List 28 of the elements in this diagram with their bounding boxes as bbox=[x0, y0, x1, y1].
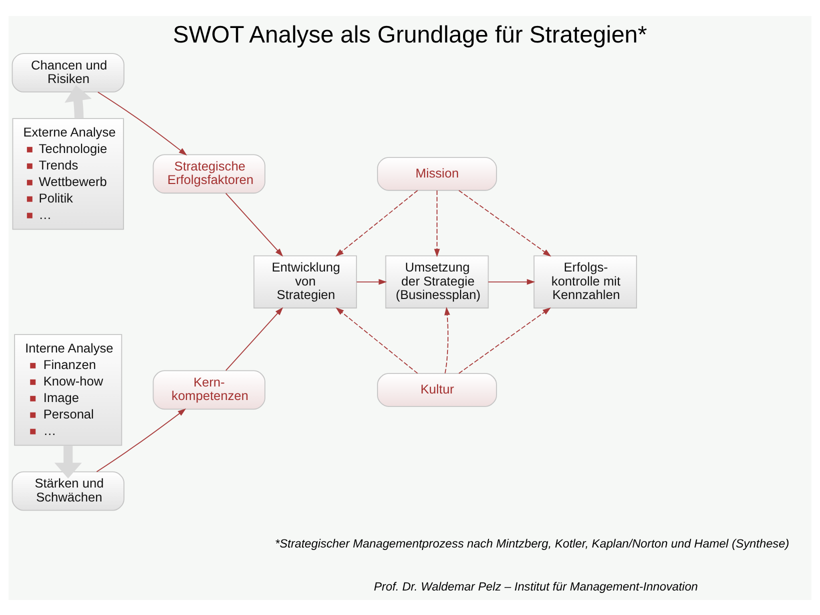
node-box: Kultur bbox=[377, 372, 497, 406]
caption: *Strategischer Managementprozess nach Mintzberg, Kotler, Kaplan/Norton und Hamel (Synthese) bbox=[274, 536, 790, 550]
diagram-title: SWOT Analyse als Grundlage für Strategien* bbox=[172, 20, 648, 48]
arrow bbox=[64, 84, 92, 118]
arrow bbox=[97, 91, 188, 155]
node-box: Umsetzung der Strategie (Businessplan) bbox=[385, 254, 489, 308]
node-box: Stärken und Schwächen bbox=[12, 470, 124, 510]
arrow bbox=[458, 306, 551, 374]
node-box: Chancen und Risiken bbox=[12, 52, 124, 92]
arrow bbox=[458, 190, 552, 256]
arrow bbox=[225, 192, 284, 256]
arrow bbox=[444, 306, 450, 374]
arrow bbox=[335, 190, 418, 256]
node-box: Mission bbox=[377, 156, 497, 190]
node-box: Interne Analyse Finanzen Know-how Image Personal … bbox=[14, 334, 122, 446]
arrow bbox=[225, 306, 284, 370]
arrow bbox=[356, 278, 387, 284]
label: Prof. Dr. Waldemar Pelz – Institut für Management-Innovation bbox=[374, 578, 698, 593]
node-box: Erfolgs- kontrolle mit Kennzahlen bbox=[534, 254, 637, 308]
node-box: Entwicklung von Strategien bbox=[253, 254, 357, 308]
arrow bbox=[434, 190, 440, 257]
arrow bbox=[96, 408, 186, 472]
arrow bbox=[488, 278, 536, 284]
arrow bbox=[336, 306, 418, 374]
node-box: Kern- kompetenzen bbox=[152, 370, 266, 410]
arrow bbox=[54, 444, 82, 478]
node-box: Externe Analyse Technologie Trends Wettbewerb Politik … bbox=[12, 118, 124, 230]
node-box: Strategische Erfolgsfaktoren bbox=[152, 154, 266, 194]
